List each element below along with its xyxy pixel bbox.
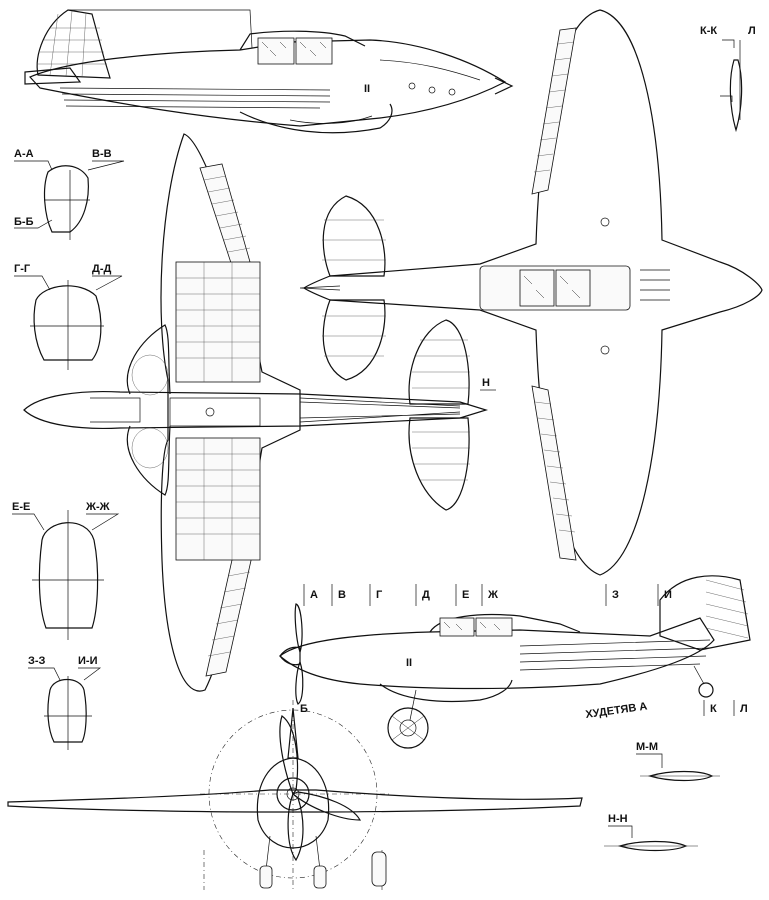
section-kk-l: К-К Л	[700, 25, 756, 133]
side-section-mark-l: Л	[740, 703, 748, 715]
station-mark: В	[338, 589, 346, 601]
section-label-ii: И-И	[78, 655, 98, 667]
plan-view-top: Н	[23, 133, 496, 692]
side-section-mark-k: К	[710, 703, 717, 715]
front-section-mark-b: Б	[300, 703, 308, 715]
section-label-gg: Г-Г	[14, 263, 31, 275]
section-label-nn: Н-Н	[608, 813, 628, 825]
station-mark: Д	[422, 589, 430, 601]
cross-sections: А-А В-В Б-Б Г-Г Д-Д Е-Е Ж-Ж З-З И-И	[12, 148, 125, 750]
section-label-dd: Д-Д	[92, 263, 111, 275]
section-label-aa: А-А	[14, 148, 34, 160]
plan-section-mark-h: Н	[482, 377, 490, 389]
sections-mm-nn: М-М Н-Н	[604, 741, 720, 852]
side-view-upper: II	[24, 9, 514, 134]
station-mark: З	[612, 589, 619, 601]
underside-view	[299, 9, 763, 576]
section-label-zz: З-З	[28, 655, 46, 667]
station-mark: Г	[376, 589, 383, 601]
section-label-ee: Е-Е	[12, 501, 30, 513]
section-label-zhzh: Ж-Ж	[85, 501, 110, 513]
station-mark: Ж	[487, 589, 498, 601]
section-label-mm: М-М	[636, 741, 658, 753]
artist-signature: ХУДЕТЯВ А	[585, 700, 648, 721]
section-label-l: Л	[748, 25, 756, 37]
station-marks: А В Г Д Е Ж З И	[303, 584, 672, 606]
front-view: Б	[7, 700, 583, 892]
section-label-vv: В-В	[92, 148, 112, 160]
side-view-lower: А В Г Д Е Ж З И	[279, 575, 751, 749]
station-mark: И	[664, 589, 672, 601]
side-lower-station-label: II	[406, 657, 412, 669]
station-mark: Е	[462, 589, 469, 601]
section-label-kk: К-К	[700, 25, 717, 37]
section-label-bb: Б-Б	[14, 216, 34, 228]
station-mark: А	[310, 589, 318, 601]
side-upper-station-label: II	[364, 83, 370, 95]
